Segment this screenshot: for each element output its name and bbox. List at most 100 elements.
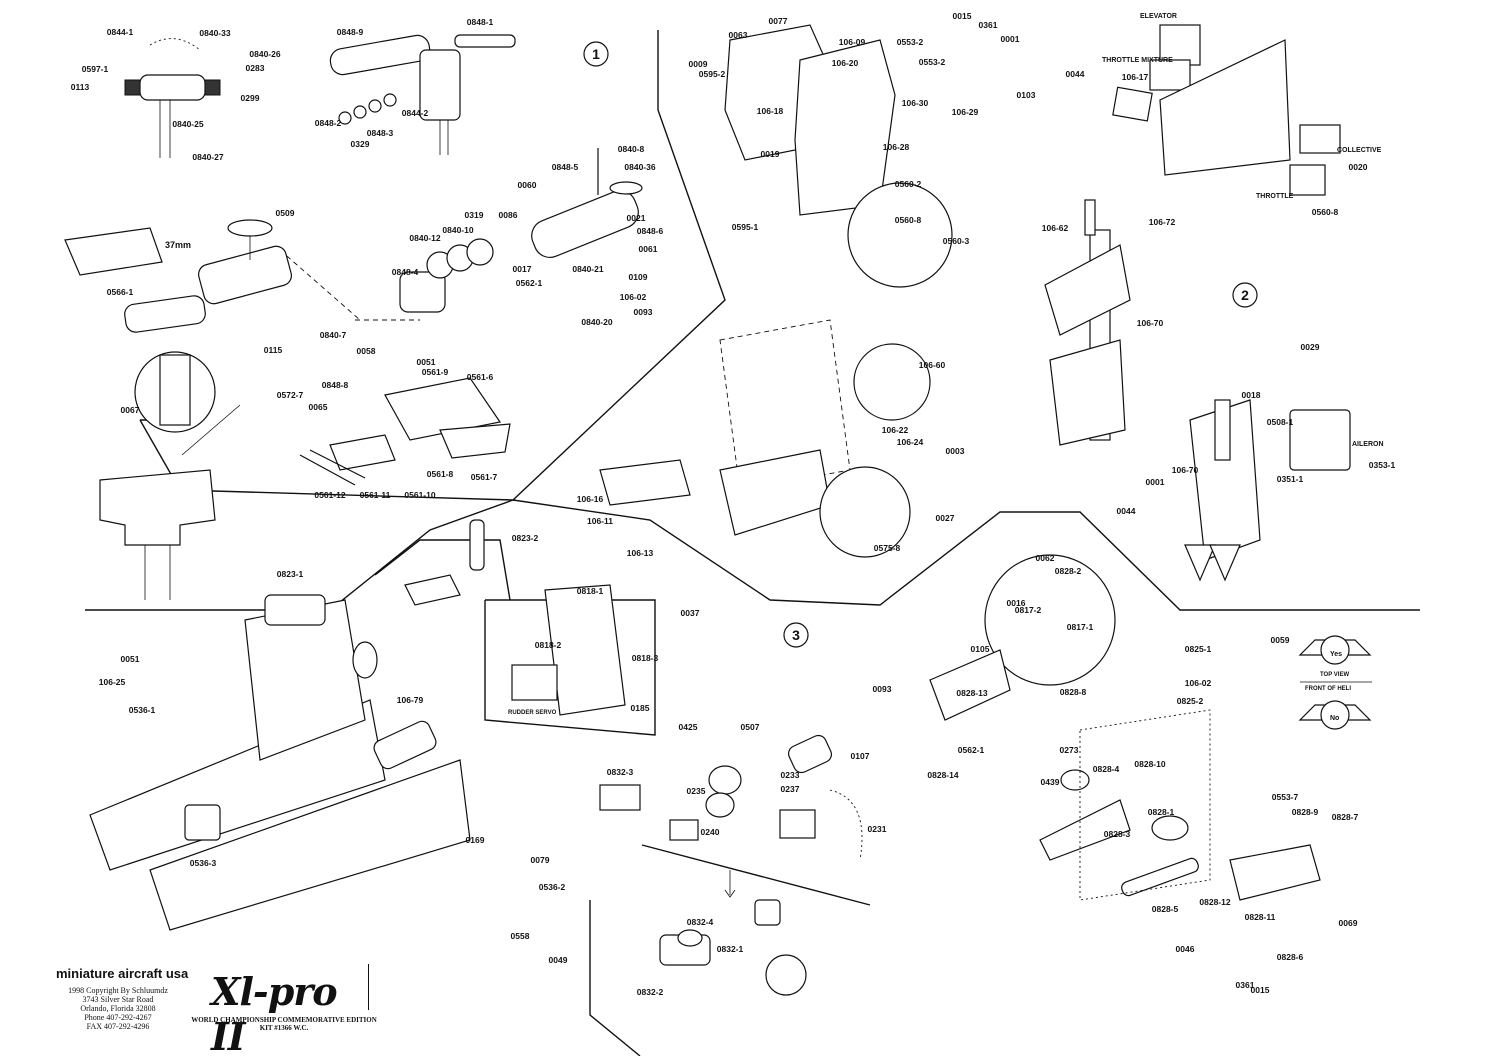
part-callout: 0273: [1060, 745, 1079, 755]
part-callout: 0825-1: [1185, 644, 1212, 654]
part-callout: 0572-7: [277, 390, 304, 400]
bottom-left-frame: [99, 469, 216, 600]
part-callout: 0848-9: [337, 27, 364, 37]
part-callout: 0595-2: [699, 69, 726, 79]
part-callout: 106-22: [882, 425, 909, 435]
part-callout: 0848-4: [392, 267, 419, 277]
part-callout: 106-60: [919, 360, 946, 370]
tail-boom-clamp-and-fin: [299, 377, 511, 486]
part-callout: 0353-1: [1369, 460, 1396, 470]
part-callout: 0017: [513, 264, 532, 274]
part-callout: 0105: [971, 644, 990, 654]
part-callout: 106-30: [902, 98, 929, 108]
part-callout: 0840-20: [581, 317, 612, 327]
part-callout: 0575-8: [874, 543, 901, 553]
part-callout: 106-02: [1185, 678, 1212, 688]
part-callout: 106-16: [577, 494, 604, 504]
part-callout: 0848-1: [467, 17, 494, 27]
part-callout: 0562-1: [958, 745, 985, 755]
part-callout: 0553-7: [1272, 792, 1299, 802]
part-callout: 0009: [689, 59, 708, 69]
part-callout: 0828-5: [1152, 904, 1179, 914]
part-callout: 0046: [1176, 944, 1195, 954]
part-callout: 0509: [276, 208, 295, 218]
brand-info-line: FAX 407-292-4296: [86, 1022, 150, 1031]
part-callout: 0425: [679, 722, 698, 732]
part-callout: 0065: [309, 402, 328, 412]
part-callout: 0840-7: [320, 330, 347, 340]
brand-address: 1998 Copyright By Schluumdz 3743 Silver …: [58, 986, 178, 1031]
part-callout: 106-20: [832, 58, 859, 68]
part-callout: 0113: [71, 82, 90, 92]
collective-mixer-assembly: [929, 554, 1321, 901]
part-callout: 0093: [873, 684, 892, 694]
label-throttle-mixture: THROTTLE MIXTURE: [1102, 57, 1173, 64]
part-callout: 0044: [1117, 506, 1136, 516]
part-callout: 0844-2: [402, 108, 429, 118]
part-callout: 0823-2: [512, 533, 539, 543]
edition-line: KIT #1366 W.C.: [259, 1024, 309, 1032]
part-callout: 0832-4: [687, 917, 714, 927]
part-callout: 0561-7: [471, 472, 498, 482]
part-callout: 0103: [1017, 90, 1036, 100]
part-callout: 0107: [851, 751, 870, 761]
part-callout: 0848-2: [315, 118, 342, 128]
part-callout: 0561-10: [404, 490, 435, 500]
brand-info-line: 3743 Silver Star Road: [82, 995, 154, 1004]
part-callout: 0020: [1349, 162, 1368, 172]
part-callout: 0003: [946, 446, 965, 456]
part-callout: 0828-8: [1060, 687, 1087, 697]
gyro-and-canopy-mount: [1044, 199, 1131, 446]
brand-info-line: Orlando, Florida 32808: [80, 1004, 156, 1013]
part-callout: 0561-11: [360, 490, 391, 500]
part-callout: 106-72: [1149, 217, 1176, 227]
part-callout: 0069: [1339, 918, 1358, 928]
part-callout: 0319: [465, 210, 484, 220]
part-callout: 0019: [761, 149, 780, 159]
part-callout: 0832-1: [717, 944, 744, 954]
part-callout: 0439: [1041, 777, 1060, 787]
part-callout: 0828-11: [1245, 912, 1276, 922]
part-callout: 0044: [1066, 69, 1085, 79]
label-yes: Yes: [1330, 651, 1342, 658]
part-callout: 0049: [549, 955, 568, 965]
swashplate-and-mainshaft: [329, 34, 516, 155]
section-number-2: 2: [1232, 282, 1258, 308]
part-callout: 106-28: [883, 142, 910, 152]
part-callout: 106-11: [587, 516, 613, 526]
start-shaft-assembly: [659, 870, 807, 996]
part-callout: 0235: [687, 786, 706, 796]
part-callout: 0061: [639, 244, 658, 254]
part-callout: 0233: [781, 770, 800, 780]
part-callout: 0840-27: [192, 152, 223, 162]
part-callout: 0840-33: [199, 28, 230, 38]
part-callout: 0062: [1036, 553, 1055, 563]
part-callout: 0351-1: [1277, 474, 1304, 484]
detail-inset-setscrew: [765, 954, 807, 996]
part-callout: 0079: [531, 855, 550, 865]
part-callout: 0560-8: [895, 215, 922, 225]
part-callout: 0536-3: [190, 858, 217, 868]
part-callout: 0237: [781, 784, 800, 794]
part-callout: 0828-4: [1093, 764, 1120, 774]
part-callout: 0818-2: [535, 640, 562, 650]
label-top-view: TOP VIEW: [1320, 672, 1349, 678]
part-callout: 106-29: [952, 107, 979, 117]
label-front-of-heli: FRONT OF HELI: [1305, 686, 1351, 692]
part-callout: 0828-7: [1332, 812, 1359, 822]
part-callout: 0001: [1001, 34, 1020, 44]
label-dimension: 37mm: [165, 240, 191, 250]
diagram-text-labels: ELEVATOR THROTTLE MIXTURE COLLECTIVE THR…: [165, 13, 1384, 722]
part-callout: 106-70: [1137, 318, 1164, 328]
part-callout: 0844-1: [107, 27, 134, 37]
part-callout: 0361: [1236, 980, 1255, 990]
part-callout: 0840-25: [172, 119, 203, 129]
flybar-paddle-and-seesaw: [64, 219, 292, 433]
part-callout: 0840-21: [572, 264, 603, 274]
part-callout: 0051: [121, 654, 140, 664]
part-callout: 0086: [499, 210, 518, 220]
title-block: miniature aircraft usa 1998 Copyright By…: [56, 964, 377, 1059]
detail-inset-mixer: [984, 554, 1116, 686]
part-callout: 0828-9: [1292, 807, 1319, 817]
label-collective: COLLECTIVE: [1337, 147, 1382, 154]
